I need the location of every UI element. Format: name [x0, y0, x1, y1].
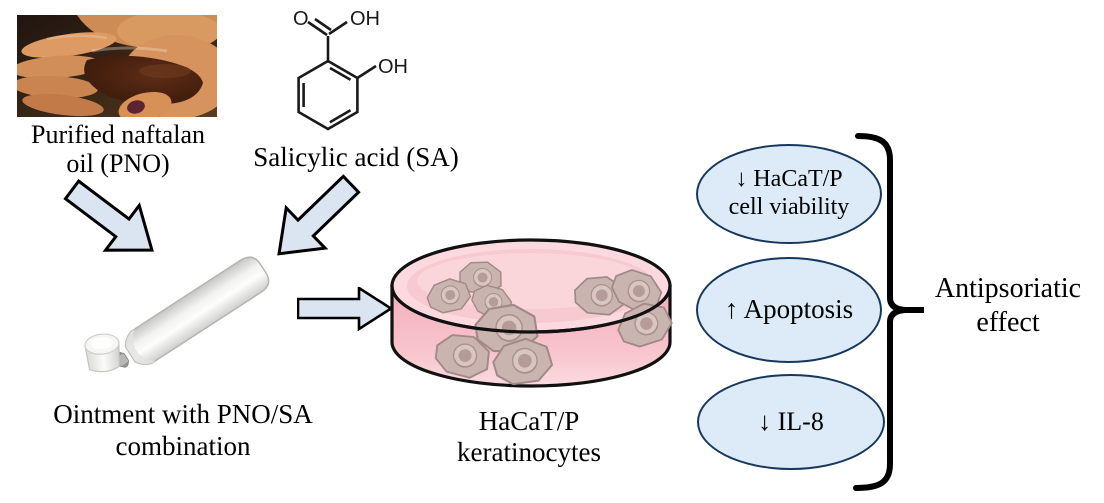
- benzene-ring: [297, 59, 359, 131]
- tube-cap: [84, 333, 120, 373]
- pno-label-line1: Purified naftalan: [31, 120, 205, 149]
- salicylic-acid-structure: O OH OH: [293, 8, 408, 131]
- outcome-cell-viability-line1: ↓ HaCaT/P: [735, 166, 843, 193]
- sa-label: Salicylic acid (SA): [253, 142, 459, 172]
- naftalan-oil-photo: [17, 15, 217, 117]
- pno-label: Purified naftalan oil (PNO): [8, 120, 228, 178]
- carboxyl-hydroxyl-atom: OH: [350, 8, 380, 30]
- effect-label: Antipsoriatic effect: [934, 273, 1082, 338]
- outcome-cell-viability: ↓ HaCaT/P cell viability: [696, 144, 882, 244]
- phenol-hydroxyl-atom: OH: [378, 56, 408, 78]
- outcome-il8: ↓ IL-8: [697, 374, 885, 470]
- arrow-right-icon: [297, 287, 393, 331]
- arrow-down-right-icon: [63, 179, 154, 252]
- pno-label-line2: oil (PNO): [66, 149, 170, 179]
- culture-label: HaCaT/P keratinocytes: [457, 406, 601, 468]
- outcome-cell-viability-line2: cell viability: [728, 194, 850, 220]
- arrow-down-left-icon: [277, 174, 361, 256]
- grouping-bracket: [853, 133, 924, 491]
- outcome-apoptosis: ↑ Apoptosis: [696, 257, 882, 363]
- carbonyl-oxygen-atom: O: [293, 8, 309, 30]
- petri-dish-illustration: [390, 238, 676, 388]
- tube-body: [115, 256, 270, 368]
- ointment-label: Ointment with PNO/SA combination: [53, 399, 313, 461]
- ointment-tube-illustration: [84, 256, 270, 373]
- cupped-hands-illustration: [17, 15, 217, 117]
